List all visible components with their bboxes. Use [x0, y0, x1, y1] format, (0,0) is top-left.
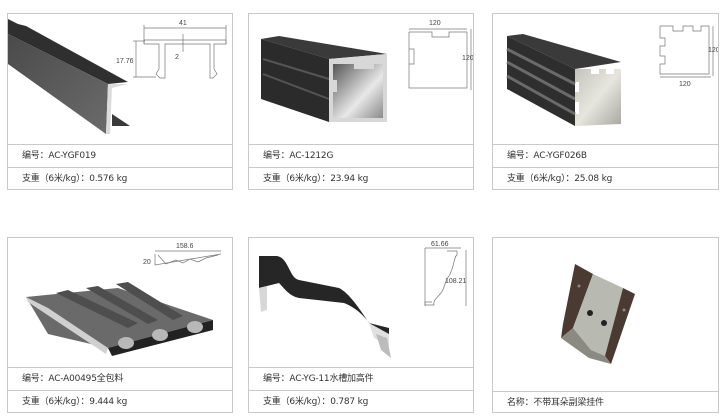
- weight-label: 支重（6米/kg）：: [263, 174, 331, 184]
- product-code-row: 编号：AC-A00495全包料: [8, 367, 232, 390]
- weight-label: 支重（6米/kg）：: [22, 397, 90, 407]
- code-label: 编号：: [22, 151, 49, 161]
- product-weight-row: 支重（6米/kg）：0.576 kg: [8, 167, 232, 190]
- dim-width: 120: [679, 81, 691, 88]
- dim-width: 41: [179, 20, 187, 27]
- product-weight: 9.444 kg: [89, 397, 128, 407]
- product-name: 不带耳朵副梁挂件: [533, 398, 604, 408]
- product-weight: 25.08 kg: [574, 174, 613, 184]
- product-code: AC-YGF019: [48, 151, 96, 161]
- code-label: 编号：: [263, 151, 290, 161]
- dim-height: 120: [708, 47, 718, 54]
- product-code: AC-YG-11水槽加高件: [289, 374, 374, 384]
- product-card-ac-yg-11[interactable]: 61.66 108.21 编号：AC-YG-11水槽加高件 支重（6米/kg）：…: [248, 237, 474, 413]
- product-image: [493, 238, 718, 391]
- product-weight: 0.576 kg: [89, 174, 128, 184]
- product-card-ac-ygf019[interactable]: 41 17.76 2 编号：AC-YGF019 支重（6米/kg）：0.576 …: [7, 13, 233, 190]
- product-code: AC-1212G: [289, 151, 334, 161]
- dim-height: 108.21: [445, 278, 467, 285]
- weight-label: 支重（6米/kg）：: [22, 174, 90, 184]
- product-image: 120 120: [493, 14, 718, 144]
- product-weight-row: 支重（6米/kg）：0.787 kg: [249, 390, 473, 413]
- product-card-ac-a00495[interactable]: 158.6 20 编号：AC-A00495全包料 支重（6米/kg）：9.444…: [7, 237, 233, 413]
- product-weight: 23.94 kg: [330, 174, 369, 184]
- product-image: 158.6 20: [8, 238, 232, 367]
- product-card-bracket[interactable]: 名称：不带耳朵副梁挂件: [492, 237, 719, 413]
- code-label: 编号：: [22, 374, 49, 384]
- dim-thickness: 2: [175, 54, 179, 61]
- dim-height: 17.76: [116, 58, 134, 65]
- product-weight-row: 支重（6米/kg）：9.444 kg: [8, 390, 232, 413]
- dim-width: 61.66: [431, 241, 449, 248]
- product-code: AC-A00495全包料: [48, 374, 124, 384]
- product-card-ac-ygf026b[interactable]: 120 120 编号：AC-YGF026B 支重（6米/kg）：25.08 kg: [492, 13, 719, 190]
- name-label: 名称：: [507, 398, 534, 408]
- code-label: 编号：: [263, 374, 290, 384]
- dim-width: 158.6: [176, 243, 194, 250]
- product-code-row: 编号：AC-YGF026B: [493, 144, 718, 167]
- product-code: AC-YGF026B: [533, 151, 587, 161]
- dim-width: 120: [429, 20, 441, 27]
- product-image: 61.66 108.21: [249, 238, 473, 367]
- product-code-row: 编号：AC-1212G: [249, 144, 473, 167]
- code-label: 编号：: [507, 151, 534, 161]
- product-card-ac-1212g[interactable]: 120 120 编号：AC-1212G 支重（6米/kg）：23.94 kg: [248, 13, 474, 190]
- product-weight-row: 支重（6米/kg）：25.08 kg: [493, 167, 718, 190]
- product-weight-row: 支重（6米/kg）：23.94 kg: [249, 167, 473, 190]
- dim-height: 120: [462, 55, 473, 62]
- weight-label: 支重（6米/kg）：: [263, 397, 331, 407]
- product-weight: 0.787 kg: [330, 397, 369, 407]
- product-code-row: 编号：AC-YGF019: [8, 144, 232, 167]
- weight-label: 支重（6米/kg）：: [507, 174, 575, 184]
- product-name-row: 名称：不带耳朵副梁挂件: [493, 391, 718, 414]
- dim-height: 20: [143, 259, 151, 266]
- product-code-row: 编号：AC-YG-11水槽加高件: [249, 367, 473, 390]
- product-image: 41 17.76 2: [8, 14, 232, 144]
- product-image: 120 120: [249, 14, 473, 144]
